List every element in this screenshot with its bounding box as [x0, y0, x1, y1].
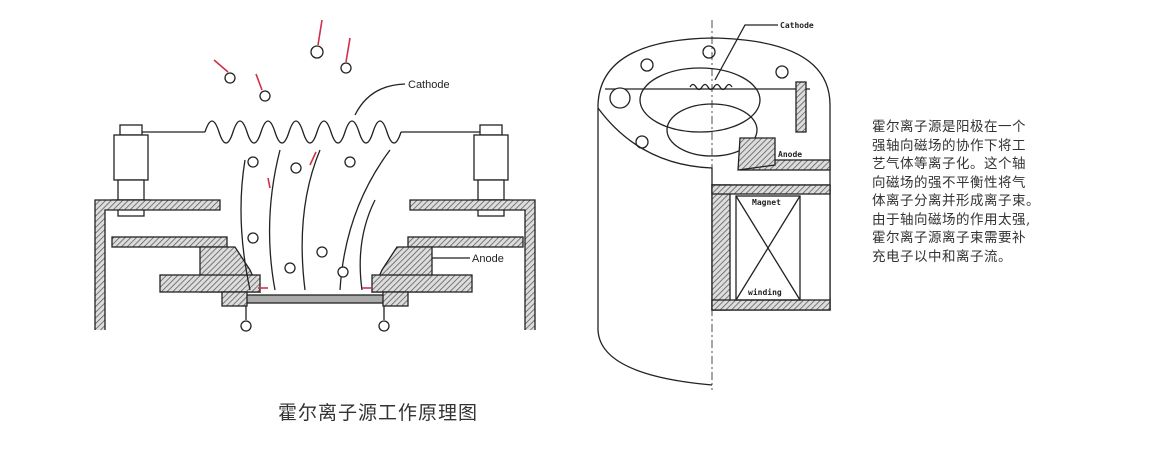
- ions: [224, 45, 356, 278]
- right-cathode-label: Cathode: [780, 21, 814, 30]
- description-line: 艺气体等离子化。这个轴: [872, 156, 1026, 172]
- left-cathode-label: Cathode: [408, 79, 450, 91]
- cathode-filament: [204, 120, 402, 144]
- hall-source-cross-section: [94, 19, 536, 332]
- magnet-label: Magnet: [752, 198, 781, 207]
- description-line: 霍尔离子源离子束需要补: [872, 230, 1026, 246]
- description-text: 霍尔离子源是阳极在一个 强轴向磁场的协作下将工 艺气体等离子化。这个轴 向磁场的…: [872, 118, 1052, 266]
- description-line: 强轴向磁场的协作下将工: [872, 137, 1026, 154]
- description-line: 由于轴向磁场的作用太强,: [872, 211, 1031, 228]
- winding-label: winding: [748, 287, 782, 297]
- left-anode-label: Anode: [472, 253, 504, 265]
- description-line: 充电子以中和离子流。: [872, 248, 1012, 265]
- description-line: 霍尔离子源是阳极在一个: [872, 119, 1026, 135]
- description-line: 向磁场的强不平衡性将气: [872, 174, 1026, 191]
- hall-source-cutaway: [597, 20, 831, 390]
- figure-caption: 霍尔离子源工作原理图: [278, 402, 479, 424]
- description-line: 体离子分离并形成离子束。: [872, 193, 1040, 209]
- right-anode-label: Anode: [778, 150, 802, 159]
- ion-arrows: [213, 19, 372, 289]
